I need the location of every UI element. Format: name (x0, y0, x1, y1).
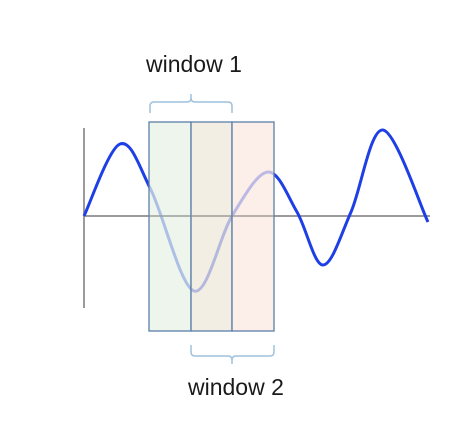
window-segment-3 (231, 121, 275, 332)
window-2-bracket (190, 345, 275, 364)
window-segment-1 (148, 121, 192, 332)
window-1-bracket (149, 94, 233, 113)
window-1-label: window 1 (146, 51, 242, 77)
window-2-label: window 2 (188, 374, 284, 400)
window-overlay (148, 121, 275, 332)
window-segment-2 (190, 121, 233, 332)
